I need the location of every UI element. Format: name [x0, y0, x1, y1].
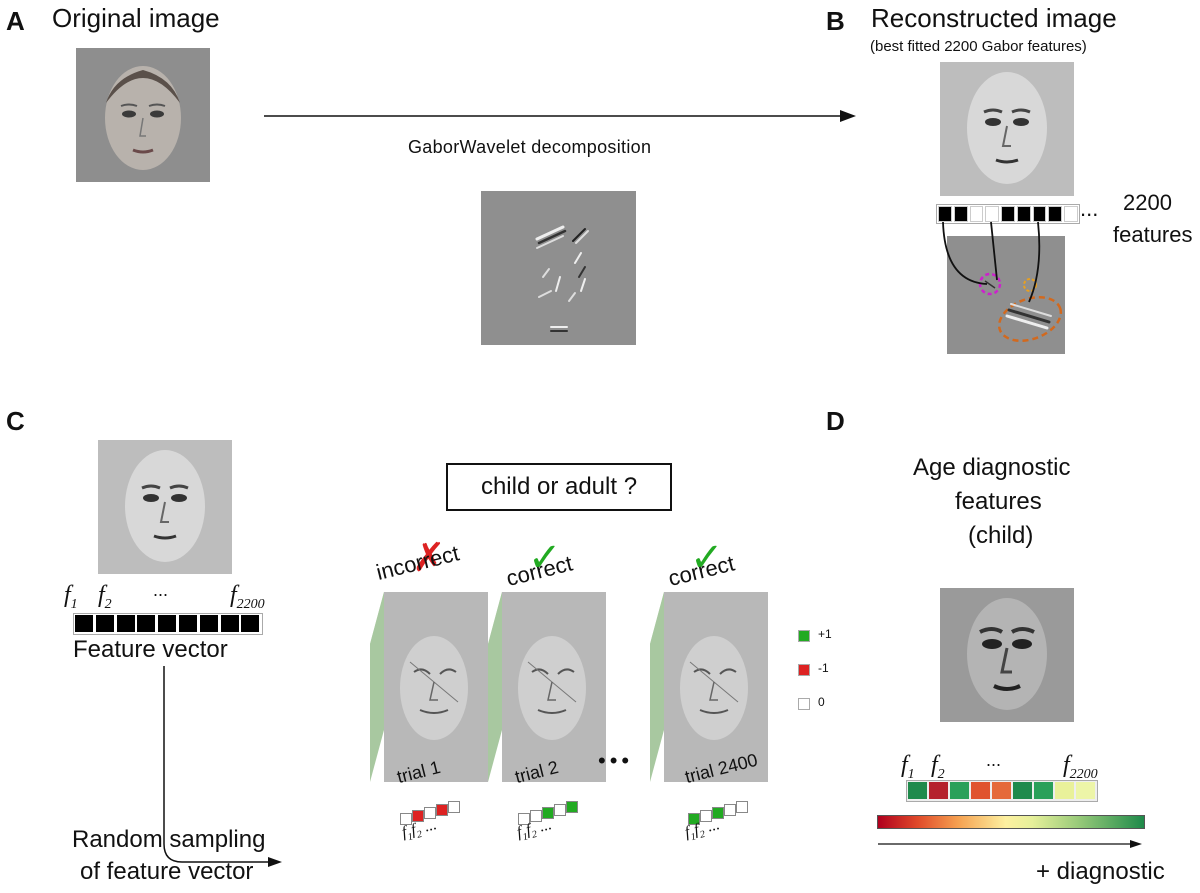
vector-cell — [985, 206, 1000, 222]
feature-count-label: features — [1113, 222, 1193, 247]
trial-face-card — [650, 592, 768, 782]
trial-cell — [448, 801, 460, 813]
trial-cell — [712, 807, 724, 819]
panel-d-title-1: Age diagnostic — [913, 454, 1071, 481]
diag-feature-label-f2: f2 — [931, 752, 945, 782]
original-face-image — [76, 48, 210, 182]
feature-count-number: 2200 — [1123, 190, 1172, 215]
vector-cell — [953, 206, 968, 222]
check-icon: ✓ — [528, 536, 562, 580]
trial-verdict-label: correct — [503, 550, 576, 592]
feature-vector — [73, 613, 263, 635]
legend-label: -1 — [818, 661, 829, 675]
diagnostic-feature-cell — [950, 782, 969, 799]
reconstructed-face-image — [940, 62, 1074, 196]
vector-cell — [1048, 206, 1063, 222]
trial-cell — [700, 810, 712, 822]
panel-letter-d: D — [826, 406, 845, 436]
random-sampling-label-1: Random sampling — [72, 826, 266, 853]
diagnostic-feature-cell — [1076, 782, 1095, 799]
diagnostic-colorbar — [877, 815, 1145, 829]
question-box: child or adult ? — [446, 463, 672, 511]
gabor-features-image — [481, 191, 636, 345]
feature-vector-cell — [75, 615, 93, 632]
selected-gabor-image — [947, 236, 1065, 354]
random-sampling-label-2: of feature vector — [80, 858, 254, 885]
diagnostic-feature-cell — [929, 782, 948, 799]
feature-vector-cell — [116, 615, 135, 632]
trial-cell — [688, 813, 700, 825]
diagnostic-feature-cell — [992, 782, 1011, 799]
trial-cell — [518, 813, 530, 825]
feature-link-lines — [942, 221, 1041, 303]
feature-vector-cell — [179, 615, 197, 632]
feature-label-f2: f2 — [98, 582, 112, 612]
decomposition-label: GaborWavelet decomposition — [408, 137, 652, 157]
feature-vector-cell — [158, 615, 177, 632]
sampling-arrow — [163, 666, 282, 867]
trial-cell — [400, 813, 412, 825]
diagnostic-feature-cell — [1034, 782, 1053, 799]
panel-letter-b: B — [826, 6, 845, 36]
trial-face-card — [370, 592, 488, 782]
panel-d-title-2: features — [955, 488, 1042, 515]
diagnostic-feature-cell — [971, 782, 990, 799]
feature-vector-cell — [220, 615, 239, 632]
panel-b-title: Reconstructed image — [871, 3, 1117, 33]
feature-vector-cell — [241, 615, 260, 632]
trial-cell — [436, 804, 448, 816]
panel-a-title: Original image — [52, 3, 220, 33]
trial-face-card — [488, 592, 606, 782]
vector-cell — [1016, 206, 1031, 222]
diagnostic-face-image — [940, 588, 1074, 722]
feature-vector-cell — [137, 615, 156, 632]
diagnostic-feature-cell — [908, 782, 927, 799]
vector-cell — [1064, 206, 1078, 222]
feature-label-f1: f1 — [64, 582, 78, 612]
trial-cell — [566, 801, 578, 813]
panel-d-title-3: (child) — [968, 522, 1034, 549]
panel-letter-c: C — [6, 406, 25, 436]
diagnostic-axis-label: + diagnostic — [1036, 858, 1165, 885]
trial-cell — [724, 804, 736, 816]
diagnostic-feature-cell — [1013, 782, 1032, 799]
vector-cell — [969, 206, 984, 222]
check-icon: ✓ — [690, 536, 724, 580]
legend-swatch — [798, 664, 810, 676]
legend-label: 0 — [818, 695, 825, 709]
trial-cell — [530, 810, 542, 822]
feature-vector-label: Feature vector — [73, 636, 228, 663]
trial-cell — [412, 810, 424, 822]
vector-ellipsis: ... — [1080, 196, 1099, 221]
panel-b-subtitle: (best fitted 2200 Gabor features) — [870, 38, 1087, 55]
legend-swatch — [798, 630, 810, 642]
diagnostic-feature-vector — [906, 780, 1098, 802]
base-face-image — [98, 440, 232, 574]
diag-feature-label-f1: f1 — [901, 752, 915, 782]
trial-verdict-label: correct — [665, 550, 738, 592]
vector-cell — [1001, 206, 1015, 222]
trial-cell — [424, 807, 436, 819]
panel-letter-a: A — [6, 6, 25, 36]
reconstructed-feature-vector — [936, 204, 1080, 224]
legend-swatch — [798, 698, 810, 710]
legend-label: +1 — [818, 627, 832, 641]
trial-ellipsis: ••• — [598, 748, 634, 773]
vector-cell — [938, 206, 952, 222]
diag-feature-label-f2200: f2200 — [1063, 752, 1098, 782]
trial-cell — [542, 807, 554, 819]
trial-cell — [736, 801, 748, 813]
diagnostic-feature-cell — [1055, 782, 1074, 799]
decomposition-arrow — [264, 110, 856, 122]
trial-cell — [554, 804, 566, 816]
cross-icon: ✗ — [412, 536, 446, 580]
feature-vector-cell — [95, 615, 114, 632]
diagnostic-axis-arrow — [878, 840, 1142, 848]
feature-vector-cell — [199, 615, 218, 632]
diag-feature-label-dots: ... — [986, 750, 1002, 770]
vector-cell — [1032, 206, 1047, 222]
feature-label-f2200: f2200 — [230, 582, 265, 612]
feature-label-dots: ... — [153, 580, 169, 600]
